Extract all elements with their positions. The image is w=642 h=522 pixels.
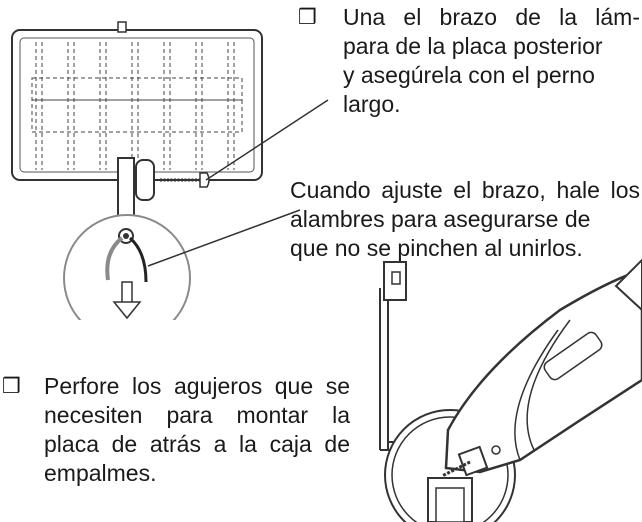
step1-line: Una el brazo de la lám- (343, 4, 640, 30)
step2-line: placa de atrás a la caja de (44, 431, 350, 457)
step2-line: Perfore los agujeros que se (44, 373, 350, 399)
drill-body (444, 268, 642, 474)
note-line: alambres para asegurarse de (290, 206, 591, 232)
step2-line: empalmes. (44, 460, 157, 486)
step2-checkbox[interactable]: ❒ (2, 374, 21, 398)
detail-circle (63, 214, 191, 320)
note-line: Cuando ajuste el brazo, hale los (290, 177, 640, 203)
lamp-arm (117, 157, 135, 217)
step1-line: y asegúrela con el perno (343, 62, 595, 88)
step2-text: Perfore los agujeros que se necesiten pa… (44, 372, 350, 488)
backplate-illustration (11, 21, 329, 320)
back-plate (11, 29, 263, 181)
step2-line: necesiten para montar la (44, 402, 350, 428)
step1-text: Una el brazo de la lám- para de la placa… (343, 3, 640, 119)
long-bolt (160, 172, 210, 188)
step1-checkbox[interactable]: ❒ (298, 5, 317, 29)
wire-note: Cuando ajuste el brazo, hale los alambre… (290, 176, 640, 263)
note-line: que no se pinchen al unirlos. (290, 235, 583, 261)
step1-line: para de la placa posterior (343, 33, 603, 59)
drill-illustration (379, 258, 642, 522)
down-arrow-icon (112, 281, 142, 320)
step1-line: largo. (343, 91, 401, 117)
